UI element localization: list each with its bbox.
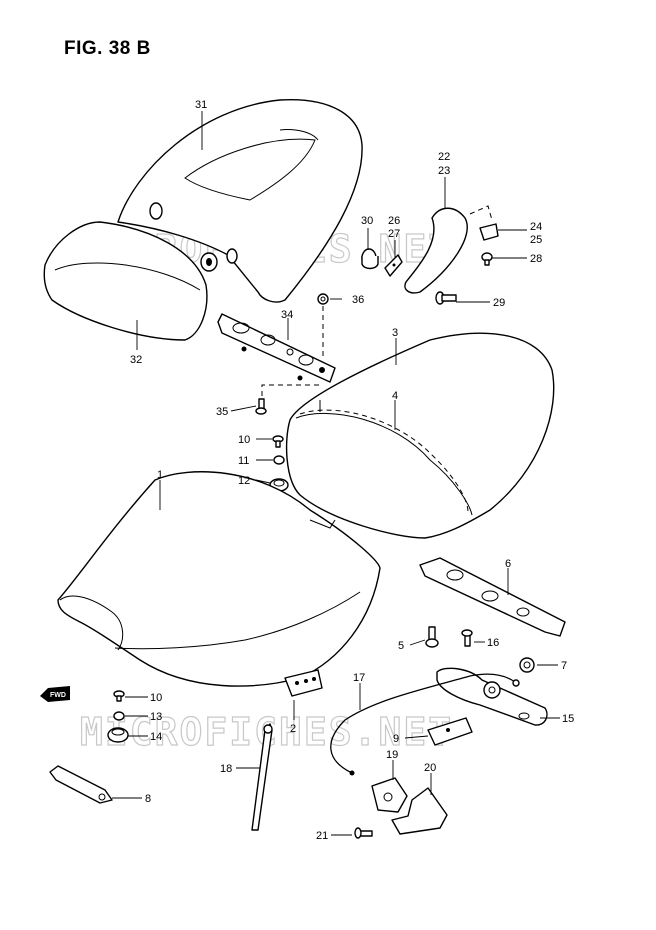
callout-36: 36 [352,294,364,306]
callout-30: 30 [361,215,373,227]
callout-24: 24 [530,221,542,233]
part-6-bracket [419,557,566,637]
part-13-washer [113,711,125,721]
part-26-plate [384,254,403,277]
callout-5: 5 [398,640,404,652]
callout-22: 22 [438,151,450,163]
callout-27: 27 [388,228,400,240]
part-32-rear-pad [43,221,208,341]
callout-7: 7 [561,660,567,672]
part-16-bolt [461,629,473,647]
part-7-nut [519,657,535,673]
part-19-lock [371,777,408,813]
part-3-seat [285,332,555,539]
callout-6: 6 [505,558,511,570]
part-21-bolt [354,827,373,839]
callout-29: 29 [493,297,505,309]
callout-32: 32 [130,354,142,366]
callout-18: 18 [220,763,232,775]
part-36-nut [317,293,329,360]
part-29-bolt [435,291,457,305]
part-11-collar [273,455,285,465]
part-10b-screw [113,690,125,702]
figure-title: FIG. 38 B [64,38,151,59]
callout-15: 15 [562,713,574,725]
part-10-screw [272,435,284,448]
callout-23: 23 [438,165,450,177]
callout-35: 35 [216,406,228,418]
callout-10a: 10 [238,434,250,446]
part-22-grab-rail [404,205,493,294]
callout-11: 11 [238,455,249,467]
callout-2: 2 [290,723,296,735]
callout-8: 8 [145,793,151,805]
callout-20: 20 [424,762,436,774]
part-18-strap [251,723,273,831]
callout-31: 31 [195,99,207,111]
callout-16: 16 [487,637,499,649]
callout-28: 28 [530,253,542,265]
part-17-cable [330,673,520,776]
part-35-bolt [255,384,323,415]
fwd-label: FWD [50,692,66,699]
callout-4: 4 [392,390,398,402]
callout-1: 1 [157,469,163,481]
callout-3: 3 [392,327,398,339]
callout-25: 25 [530,234,542,246]
part-14-damper [107,727,129,743]
part-1-main-seat [57,471,381,687]
callout-14: 14 [150,731,162,743]
part-2-connector [284,669,323,697]
part-30-spacer [361,248,379,270]
part-15-latch-plate [436,667,548,726]
callout-34: 34 [281,309,293,321]
fwd-direction-badge: FWD [40,686,70,702]
callout-17: 17 [353,672,365,684]
leader-lines [112,111,560,836]
part-31-seat-cowl [117,98,363,303]
callout-12: 12 [238,475,250,487]
callout-19: 19 [386,749,398,761]
part-5-bolt [425,626,439,648]
callout-labels: 31 32 34 36 35 10 11 12 3 4 1 6 5 16 7 1… [130,99,574,842]
part-9-plate [427,717,473,746]
part-24-clip [479,223,499,241]
callout-21: 21 [316,830,328,842]
callout-13: 13 [150,711,162,723]
part-8-hook [49,765,113,804]
part-34-bracket [217,313,336,383]
callout-26: 26 [388,215,400,227]
callout-9: 9 [393,733,399,745]
part-28-bolt [481,252,493,266]
callout-10b: 10 [150,692,162,704]
